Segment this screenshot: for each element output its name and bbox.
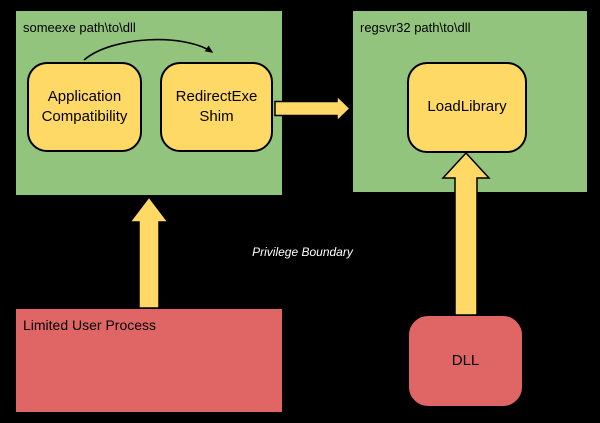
- regsvr32-process-label: regsvr32 path\to\dll: [360, 20, 471, 35]
- loadlibrary-node: LoadLibrary: [407, 62, 527, 153]
- redirectexe-shim-label: RedirectExe Shim: [175, 87, 258, 125]
- application-compatibility-node: Application Compatibility: [27, 62, 142, 152]
- block-arrow-shim-to-regsvr32: [274, 94, 352, 123]
- loadlibrary-label: LoadLibrary: [427, 98, 507, 116]
- dll-label: DLL: [451, 351, 480, 369]
- block-arrow-limiteduser-to-someexe: [128, 195, 170, 309]
- limited-user-process-label: Limited User Process: [23, 317, 157, 333]
- privilege-boundary-label: Privilege Boundary: [252, 245, 353, 259]
- redirectexe-shim-node: RedirectExe Shim: [160, 62, 273, 152]
- application-compatibility-label: Application Compatibility: [41, 87, 128, 125]
- dll-node: DLL: [408, 315, 523, 407]
- limited-user-process-box: Limited User Process: [15, 308, 283, 413]
- someexe-process-label: someexe path\to\dll: [23, 20, 136, 35]
